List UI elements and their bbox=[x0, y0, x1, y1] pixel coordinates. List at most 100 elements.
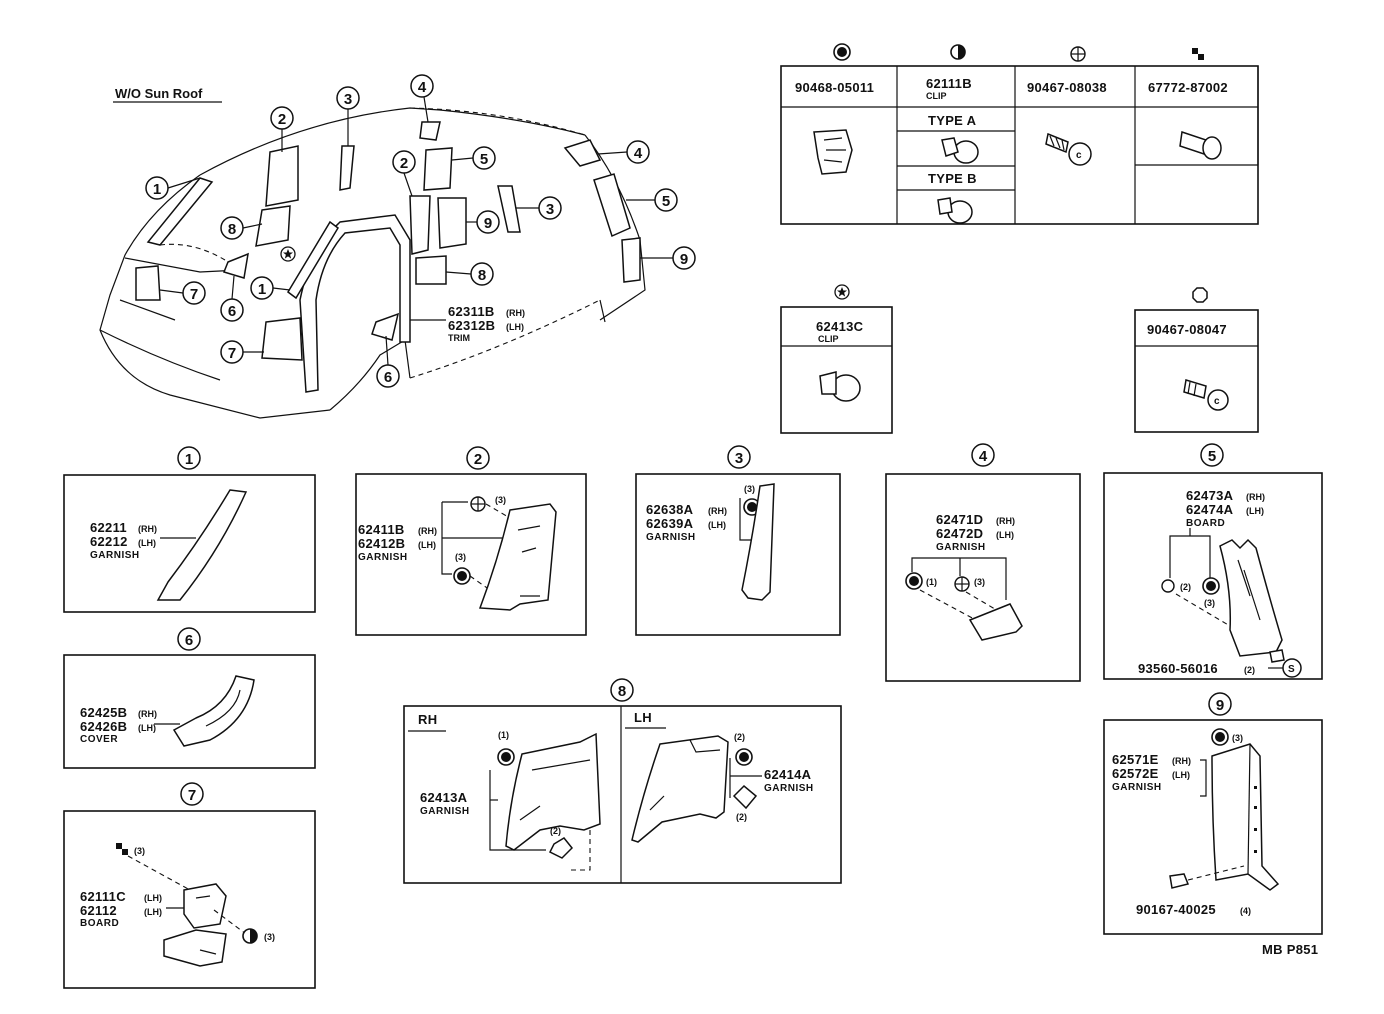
svg-text:GARNISH: GARNISH bbox=[90, 550, 140, 561]
svg-text:GARNISH: GARNISH bbox=[936, 542, 986, 553]
callout-9: 9 bbox=[484, 215, 492, 232]
svg-text:7: 7 bbox=[188, 787, 196, 804]
panel-5: 5 62473A (RH) 62474A (LH) BOARD (2) (3) … bbox=[1103, 443, 1323, 680]
spring-clip-drawing bbox=[813, 129, 853, 175]
svg-text:GARNISH: GARNISH bbox=[764, 783, 814, 794]
svg-text:GARNISH: GARNISH bbox=[646, 532, 696, 543]
svg-text:LH: LH bbox=[634, 710, 652, 725]
svg-text:(3): (3) bbox=[974, 577, 985, 587]
vehicle-interior-view: W/O Sun Roof bbox=[99, 74, 696, 419]
svg-text:(3): (3) bbox=[1232, 733, 1243, 743]
svg-text:62413A: 62413A bbox=[420, 790, 468, 805]
callout-8: 8 bbox=[228, 221, 236, 238]
svg-text:(LH): (LH) bbox=[138, 538, 156, 548]
svg-text:62211: 62211 bbox=[90, 520, 127, 535]
svg-text:COVER: COVER bbox=[80, 734, 118, 745]
svg-text:CLIP: CLIP bbox=[818, 334, 839, 344]
callout-9b: 9 bbox=[680, 251, 688, 268]
svg-text:(1): (1) bbox=[498, 730, 509, 740]
callout-3b: 3 bbox=[546, 201, 554, 218]
panel-6: 6 62425B (RH) 62426B (LH) COVER bbox=[63, 627, 316, 769]
svg-text:62413C: 62413C bbox=[816, 319, 864, 334]
s-mark: S bbox=[1288, 664, 1295, 675]
svg-text:(RH): (RH) bbox=[138, 709, 157, 719]
clip-type-b-drawing bbox=[937, 197, 973, 224]
fastener-pn-1: 90468-05011 bbox=[795, 80, 874, 95]
svg-text:62414A: 62414A bbox=[764, 767, 812, 782]
svg-text:(LH): (LH) bbox=[708, 520, 726, 530]
svg-text:62411B: 62411B bbox=[358, 522, 405, 537]
panel-8: 8 RH LH (1) 62413A GARNISH (2) (2) 62414… bbox=[403, 678, 842, 884]
trim-pn-rh: 62311B bbox=[448, 304, 495, 319]
svg-text:62571E: 62571E bbox=[1112, 752, 1159, 767]
svg-text:c: c bbox=[1076, 150, 1082, 161]
svg-text:CLIP: CLIP bbox=[926, 91, 947, 101]
svg-text:8: 8 bbox=[618, 683, 626, 700]
callout-6: 6 bbox=[228, 303, 236, 320]
svg-text:(3): (3) bbox=[455, 552, 466, 562]
clip-type-a: TYPE A bbox=[928, 113, 977, 128]
svg-text:90167-40025: 90167-40025 bbox=[1136, 902, 1216, 917]
svg-text:(4): (4) bbox=[1240, 906, 1251, 916]
svg-text:BOARD: BOARD bbox=[1186, 518, 1225, 529]
checker-square-icon bbox=[1192, 48, 1204, 60]
svg-text:62471D: 62471D bbox=[936, 512, 983, 527]
clip-type-b: TYPE B bbox=[928, 171, 977, 186]
svg-text:(LH): (LH) bbox=[418, 540, 436, 550]
svg-text:(LH): (LH) bbox=[144, 893, 162, 903]
svg-text:GARNISH: GARNISH bbox=[358, 552, 408, 563]
svg-text:62572E: 62572E bbox=[1112, 766, 1159, 781]
svg-text:(2): (2) bbox=[1244, 665, 1255, 675]
svg-text:c: c bbox=[1214, 396, 1220, 407]
half-circle-icon bbox=[950, 44, 966, 60]
callout-4b: 4 bbox=[634, 145, 643, 162]
svg-text:2: 2 bbox=[474, 451, 482, 468]
svg-text:(2): (2) bbox=[734, 732, 745, 742]
svg-text:62426B: 62426B bbox=[80, 719, 127, 734]
panel-9: 9 (3) 62571E (RH) 62572E (LH) GARNISH 90… bbox=[1103, 692, 1323, 935]
svg-text:(RH): (RH) bbox=[1246, 492, 1265, 502]
svg-text:(RH): (RH) bbox=[708, 506, 727, 516]
svg-text:(3): (3) bbox=[1204, 598, 1215, 608]
svg-text:(1): (1) bbox=[926, 577, 937, 587]
svg-text:(RH): (RH) bbox=[138, 524, 157, 534]
filled-circle-icon bbox=[833, 43, 851, 61]
clip-box-62413C: 62413C CLIP bbox=[780, 284, 893, 434]
screw-drawing: c bbox=[1045, 132, 1092, 166]
svg-text:(3): (3) bbox=[264, 932, 275, 942]
callout-2b: 2 bbox=[400, 155, 408, 172]
callout-1b: 1 bbox=[258, 281, 266, 298]
svg-text:(LH): (LH) bbox=[144, 907, 162, 917]
callout-1: 1 bbox=[153, 181, 161, 198]
callout-7b: 7 bbox=[228, 345, 236, 362]
svg-text:(2): (2) bbox=[736, 812, 747, 822]
trim-pn-lh: 62312B bbox=[448, 318, 495, 333]
svg-text:62425B: 62425B bbox=[80, 705, 127, 720]
pin-drawing bbox=[1179, 131, 1222, 160]
svg-text:(3): (3) bbox=[744, 484, 755, 494]
svg-text:BOARD: BOARD bbox=[80, 918, 119, 929]
svg-text:(RH): (RH) bbox=[1172, 756, 1191, 766]
svg-text:5: 5 bbox=[1208, 448, 1216, 465]
callout-6b: 6 bbox=[384, 369, 392, 386]
svg-text:62473A: 62473A bbox=[1186, 488, 1234, 503]
panel-2: 2 62411B (RH) 62412B (LH) GARNISH (3) (3… bbox=[355, 446, 587, 636]
svg-text:GARNISH: GARNISH bbox=[420, 806, 470, 817]
svg-text:(RH): (RH) bbox=[996, 516, 1015, 526]
svg-text:4: 4 bbox=[979, 448, 988, 465]
fastener-pn-3: 90467-08038 bbox=[1027, 80, 1107, 95]
svg-text:(RH): (RH) bbox=[418, 526, 437, 536]
callout-8b: 8 bbox=[478, 267, 486, 284]
svg-text:62412B: 62412B bbox=[358, 536, 405, 551]
svg-text:RH: RH bbox=[418, 712, 437, 727]
callout-2: 2 bbox=[278, 111, 286, 128]
svg-text:(LH): (LH) bbox=[138, 723, 156, 733]
callout-3: 3 bbox=[344, 91, 352, 108]
svg-text:62212: 62212 bbox=[90, 534, 128, 549]
svg-text:(2): (2) bbox=[550, 826, 561, 836]
panel-3: 3 62638A (RH) 62639A (LH) GARNISH (3) bbox=[635, 445, 841, 636]
svg-text:(RH): (RH) bbox=[506, 308, 525, 318]
star-icon bbox=[834, 284, 850, 300]
svg-text:(LH): (LH) bbox=[506, 322, 524, 332]
